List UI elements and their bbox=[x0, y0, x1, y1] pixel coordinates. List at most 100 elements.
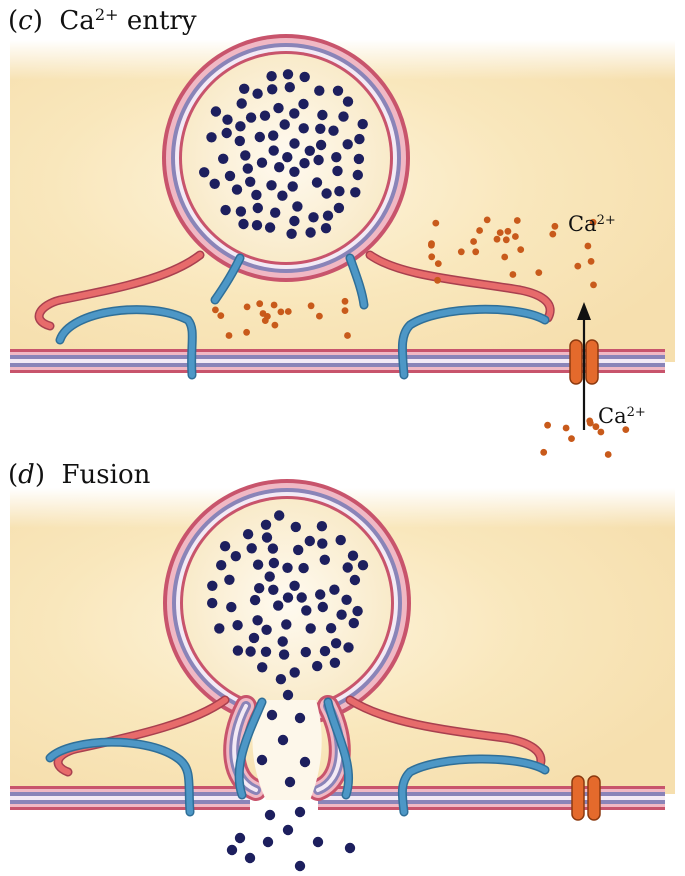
neurotransmitter-dot bbox=[305, 623, 316, 634]
neurotransmitter-dot bbox=[226, 601, 237, 613]
neurotransmitter-dot bbox=[254, 583, 265, 594]
neurotransmitter-dot bbox=[234, 135, 245, 147]
calcium-ion-dot bbox=[604, 451, 612, 458]
calcium-ion-dot bbox=[243, 303, 251, 311]
calcium-ion-dot bbox=[432, 219, 440, 227]
neurotransmitter-dot bbox=[299, 71, 310, 83]
calcium-ion-dot bbox=[261, 317, 269, 324]
neurotransmitter-dot bbox=[279, 119, 290, 130]
panel-d-title-rest: Fusion bbox=[61, 460, 151, 490]
neurotransmitter-dot bbox=[219, 541, 231, 552]
neurotransmitter-dot bbox=[268, 584, 279, 595]
calcium-ion-dot bbox=[470, 238, 477, 245]
neurotransmitters-c bbox=[199, 69, 368, 239]
calcium-ion-dot bbox=[622, 426, 630, 433]
calcium-ion-dot bbox=[590, 281, 597, 289]
calcium-ion-dot bbox=[341, 297, 349, 305]
calcium-label-top-sup: 2+ bbox=[596, 212, 616, 228]
neurotransmitter-dot bbox=[348, 617, 359, 629]
calcium-ion-dot bbox=[277, 308, 285, 316]
neurotransmitter-dot bbox=[342, 139, 353, 150]
calcium-ion-dot bbox=[568, 435, 575, 442]
calcium-label-bottom-base: Ca bbox=[598, 404, 627, 428]
neurotransmitter-dot bbox=[304, 535, 315, 547]
panel-d-title: (d) Fusion bbox=[8, 460, 151, 490]
calcium-ion-dot bbox=[597, 428, 605, 436]
neurotransmitter-dot bbox=[308, 212, 319, 223]
neurotransmitter-dot bbox=[312, 836, 324, 848]
neurotransmitter-dot bbox=[304, 145, 315, 156]
neurotransmitter-dot bbox=[266, 709, 278, 721]
neurotransmitter-dot bbox=[278, 649, 290, 660]
calcium-ion-dot bbox=[341, 307, 349, 314]
calcium-ion-dot bbox=[512, 233, 519, 240]
neurotransmitter-dot bbox=[226, 844, 238, 856]
neurotransmitter-dot bbox=[256, 157, 268, 168]
neurotransmitter-dot bbox=[316, 521, 328, 532]
calcium-ion-dot bbox=[217, 312, 225, 319]
neurotransmitter-dot bbox=[240, 150, 251, 161]
neurotransmitter-dot bbox=[347, 550, 359, 561]
neurotransmitter-dot bbox=[218, 153, 229, 164]
arrow-up-icon bbox=[577, 302, 591, 430]
neurotransmitter-dot bbox=[257, 662, 268, 673]
calcium-ion-dot bbox=[509, 271, 517, 278]
neurotransmitter-dot bbox=[319, 645, 331, 657]
neurotransmitter-dot bbox=[314, 85, 325, 96]
neurotransmitter-dot bbox=[261, 532, 273, 543]
neurotransmitter-dot bbox=[207, 597, 218, 609]
calcium-ion-dot bbox=[540, 448, 548, 456]
neurotransmitter-dot bbox=[252, 559, 264, 570]
calcium-ion-dot bbox=[259, 310, 267, 317]
calcium-ion-dot bbox=[307, 302, 315, 310]
calcium-ion-dot bbox=[504, 227, 512, 235]
neurotransmitter-dot bbox=[256, 754, 268, 766]
calcium-ion-dot bbox=[472, 248, 480, 256]
calcium-label-top: Ca2+ bbox=[568, 212, 616, 236]
neurotransmitter-dot bbox=[289, 108, 300, 119]
neurotransmitter-dot bbox=[342, 562, 353, 573]
neurotransmitters-d bbox=[207, 510, 369, 872]
neurotransmitter-dot bbox=[277, 190, 288, 201]
neurotransmitter-dot bbox=[315, 123, 326, 134]
neurotransmitter-dot bbox=[282, 69, 294, 80]
calcium-ion-dot bbox=[496, 229, 504, 237]
neurotransmitter-dot bbox=[332, 165, 343, 177]
neurotransmitter-dot bbox=[268, 557, 280, 569]
neurotransmitter-dot bbox=[317, 109, 328, 121]
neurotransmitter-dot bbox=[344, 842, 356, 854]
neurotransmitter-dot bbox=[294, 806, 306, 818]
neurotransmitter-dot bbox=[289, 580, 300, 591]
neurotransmitter-dot bbox=[251, 220, 263, 231]
neurotransmitter-dot bbox=[305, 227, 316, 238]
neurotransmitter-dot bbox=[290, 521, 301, 533]
neurotransmitter-dot bbox=[329, 657, 341, 668]
neurotransmitter-dot bbox=[294, 860, 306, 872]
neurotransmitter-dot bbox=[267, 84, 278, 95]
neurotransmitter-dot bbox=[264, 809, 276, 821]
neurotransmitter-dot bbox=[234, 832, 246, 844]
neurotransmitter-dot bbox=[232, 645, 244, 656]
neurotransmitter-dot bbox=[284, 776, 296, 788]
neurotransmitter-dot bbox=[325, 623, 337, 634]
neurotransmitter-dot bbox=[296, 592, 307, 603]
neurotransmitter-dot bbox=[252, 202, 263, 214]
neurotransmitter-dot bbox=[350, 187, 361, 198]
neurotransmitter-dot bbox=[328, 125, 339, 136]
neurotransmitter-dot bbox=[284, 82, 295, 93]
calcium-ion-dot bbox=[584, 242, 592, 250]
neurotransmitter-dot bbox=[289, 667, 300, 678]
neurotransmitter-dot bbox=[300, 646, 311, 658]
neurotransmitter-dot bbox=[236, 98, 247, 109]
neurotransmitter-dot bbox=[329, 584, 340, 595]
neurotransmitter-dot bbox=[282, 824, 294, 836]
calcium-ion-dot bbox=[501, 253, 509, 261]
neurotransmitter-dot bbox=[343, 642, 354, 653]
neurotransmitter-dot bbox=[282, 689, 294, 701]
neurotransmitter-dot bbox=[298, 562, 309, 574]
neurotransmitter-dot bbox=[274, 510, 285, 521]
neurotransmitter-dot bbox=[298, 123, 309, 134]
neurotransmitter-dot bbox=[331, 152, 342, 163]
neurotransmitter-dot bbox=[267, 543, 279, 554]
neurotransmitter-dot bbox=[259, 110, 271, 121]
